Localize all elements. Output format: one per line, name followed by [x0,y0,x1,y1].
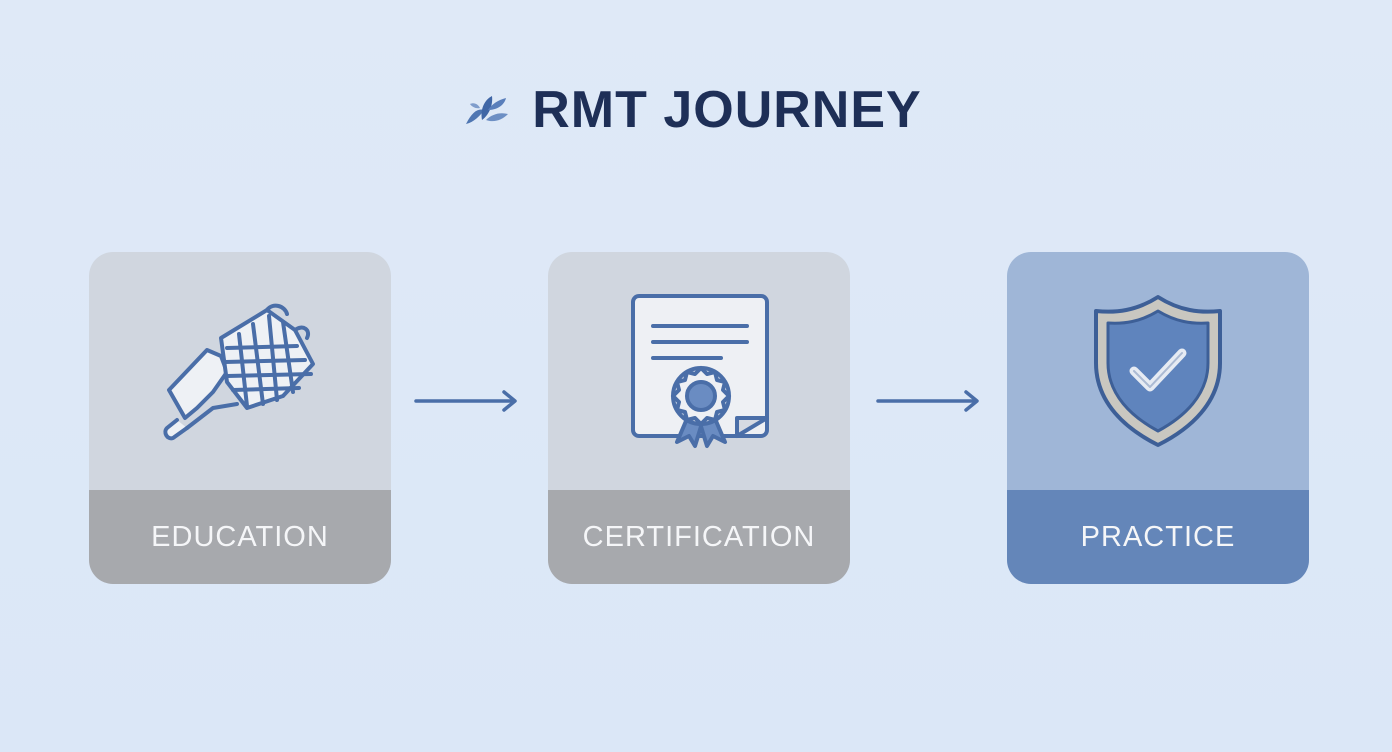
arrow-right-icon [414,390,517,412]
step-label-certification: CERTIFICATION [582,520,816,553]
step-card-certification: CERTIFICATION [548,252,850,584]
leaf-logo-icon [466,96,509,124]
arrow-right-icon [876,390,979,412]
shield-check-icon [1094,295,1222,447]
step-label-practice: PRACTICE [1080,520,1236,553]
step-card-education: EDUCATION [89,252,391,584]
step-card-label-bar: EDUCATION [89,490,391,584]
step-card-label-bar: PRACTICE [1007,490,1309,584]
step-card-icon-area [89,252,391,490]
step-label-education: EDUCATION [151,520,329,553]
step-card-label-bar: CERTIFICATION [548,490,850,584]
hand-grid-icon [163,303,315,441]
step-card-icon-area [548,252,850,490]
certificate-icon [631,294,769,448]
step-card-icon-area [1007,252,1309,490]
page-title: RMT JOURNEY [532,81,922,139]
step-card-practice: PRACTICE [1007,252,1309,584]
header: RMT JOURNEY [0,78,1392,142]
